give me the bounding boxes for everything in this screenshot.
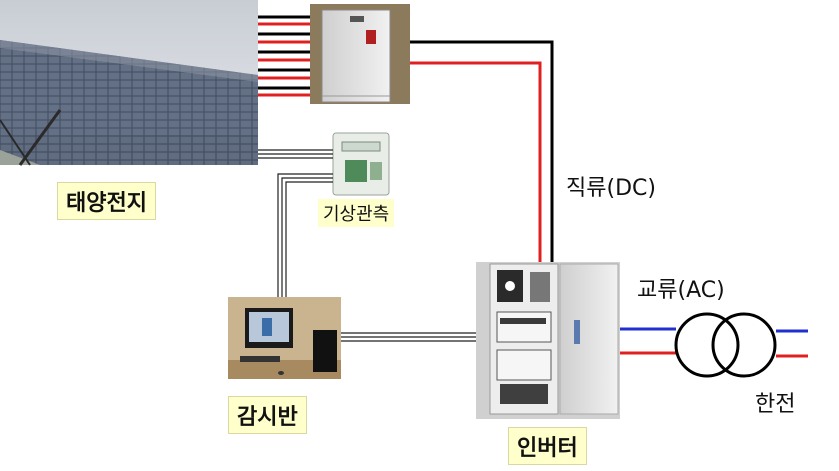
solar-panel-photo [0, 0, 258, 166]
junction-box-photo [310, 4, 410, 104]
ac-lines [620, 327, 808, 358]
label-inverter: 인버터 [508, 427, 587, 465]
transformer-symbol [674, 312, 777, 378]
label-monitor: 감시반 [228, 396, 307, 434]
string-wires [258, 15, 310, 97]
label-dc: 직류(DC) [566, 176, 656, 201]
weather-station-photo [332, 132, 390, 196]
dc-cables [410, 40, 554, 262]
weather-to-monitor-wires [277, 173, 333, 298]
label-solar: 태양전지 [57, 182, 156, 220]
sensor-wires [258, 149, 333, 159]
label-weather: 기상관측 [318, 199, 395, 227]
label-grid: 한전 [755, 392, 796, 417]
inverter-cabinet-photo [476, 262, 620, 419]
monitoring-pc-photo [228, 297, 341, 379]
label-ac: 교류(AC) [637, 278, 725, 303]
comm-wires [341, 332, 476, 342]
